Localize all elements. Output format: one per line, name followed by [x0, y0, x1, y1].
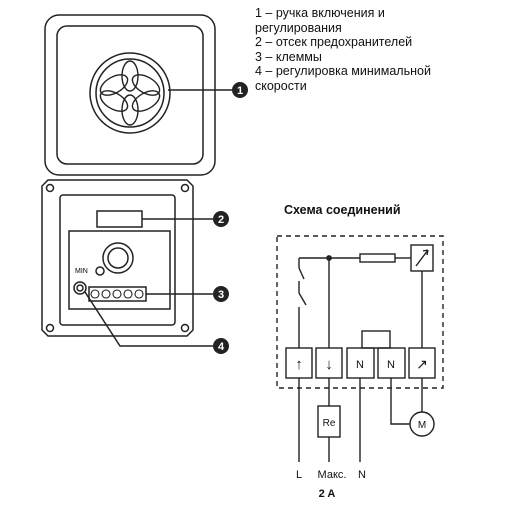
label-max: Макс.: [318, 469, 347, 481]
terminal-symbol-adjust: ↗: [416, 356, 428, 372]
callout-label-3: 3: [218, 289, 224, 301]
wiring-scheme: [276, 235, 444, 462]
label-n: N: [358, 469, 366, 481]
min-speed-adjuster: [73, 281, 87, 295]
terminal-symbol-up-arrow: ↑: [295, 356, 303, 373]
relay-box: [317, 405, 341, 438]
fuse-compartment: [96, 210, 143, 228]
legend-item-4: 4 – регулировка минимальной: [255, 64, 431, 78]
wire-motor-n: [390, 378, 410, 425]
callout-label-1: 1: [237, 85, 243, 97]
switch-1: [298, 267, 305, 280]
min-label: MIN: [75, 268, 88, 275]
device-back-housing: [59, 194, 176, 326]
relay-label: Re: [323, 418, 336, 429]
terminal-symbol-n2: N: [387, 359, 395, 371]
callout-circle-3: [213, 286, 229, 302]
device-back: [41, 179, 213, 347]
terminal-block: [88, 286, 147, 302]
screw-hole-icon: [180, 323, 190, 333]
legend-item-4-cont: скорости: [255, 78, 307, 93]
scheme-title: Схема соединений: [284, 203, 401, 217]
min-speed-adjuster-inner: [76, 284, 84, 292]
device-front-inner-frame: [56, 25, 204, 165]
resistor: [359, 253, 396, 263]
callout-line-4: [84, 291, 213, 347]
callout-label-2: 2: [218, 214, 224, 226]
potentiometer-inner: [107, 247, 129, 269]
screw-hole-icon: [45, 183, 55, 193]
legend-item-2: 2 – отсек предохранителей: [255, 35, 413, 49]
fan-icon: [99, 60, 161, 126]
device-back-plate: [41, 179, 194, 337]
label-l: L: [296, 469, 302, 481]
legend: 1 – ручка включения и регулирования 2 – …: [255, 6, 431, 93]
screw-hole-icon: [45, 323, 55, 333]
device-front-outer-frame: [44, 14, 216, 176]
terminal-symbol-n1: N: [356, 359, 364, 371]
knob-outer-ring: [89, 52, 171, 134]
callouts: 1 2 3 4: [213, 82, 248, 354]
motor-icon: [409, 411, 435, 437]
legend-item-3: 3 – клеммы: [255, 49, 322, 64]
terminal-screws: [90, 289, 144, 299]
switch-2: [298, 292, 307, 306]
terminal-symbol-down-arrow: ↓: [325, 356, 333, 373]
legend-item-1: 1 – ручка включения и: [255, 6, 385, 20]
motor-label: M: [418, 420, 426, 431]
device-front: [44, 14, 232, 176]
indicator-dot: [95, 266, 105, 276]
label-current: 2 A: [319, 488, 336, 500]
adjust-arrow-icon: [415, 249, 429, 267]
n-bridge: [361, 330, 391, 349]
callout-circle-2: [213, 211, 229, 227]
bottom-labels: L Макс. N 2 A: [296, 469, 366, 500]
callout-label-4: 4: [218, 341, 225, 353]
circuit-board: [68, 230, 171, 310]
callout-circle-4: [213, 338, 229, 354]
knob-inner-ring: [95, 58, 165, 128]
potentiometer: [102, 242, 134, 274]
callout-circle-1: [232, 82, 248, 98]
legend-item-1-cont: регулирования: [255, 20, 342, 35]
screw-hole-icon: [180, 183, 190, 193]
terminal-symbols: ↑ ↓ N N ↗ Re M: [295, 356, 428, 431]
